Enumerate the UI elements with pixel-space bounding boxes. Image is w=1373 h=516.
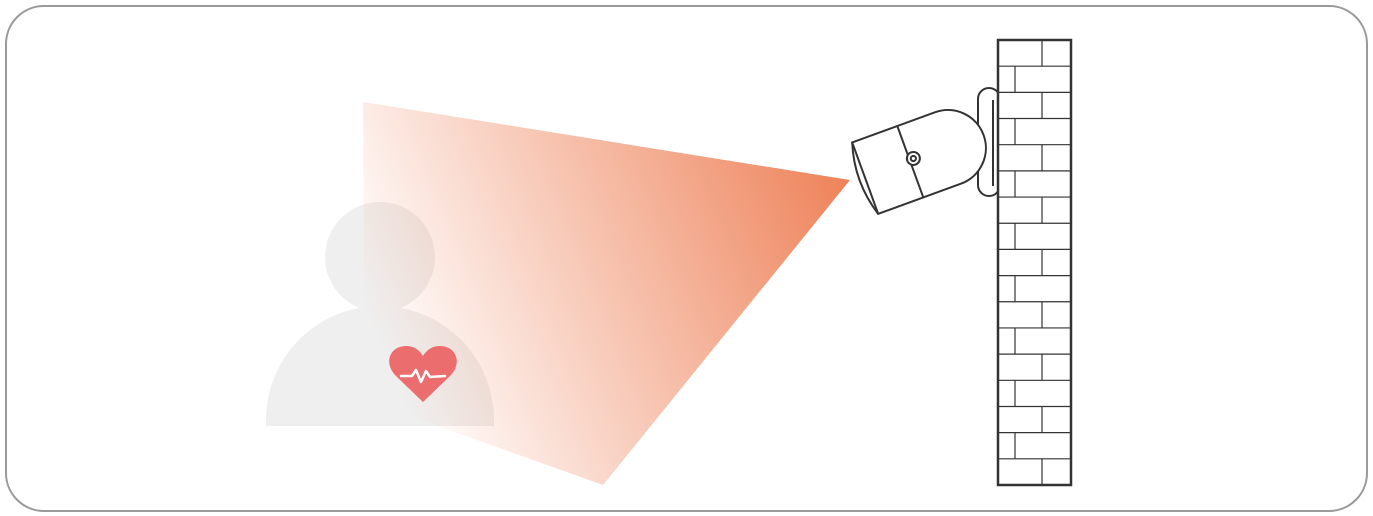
brick-wall-icon (998, 40, 1071, 485)
wall-outline (998, 40, 1071, 485)
camera-lens-inner (910, 155, 917, 162)
